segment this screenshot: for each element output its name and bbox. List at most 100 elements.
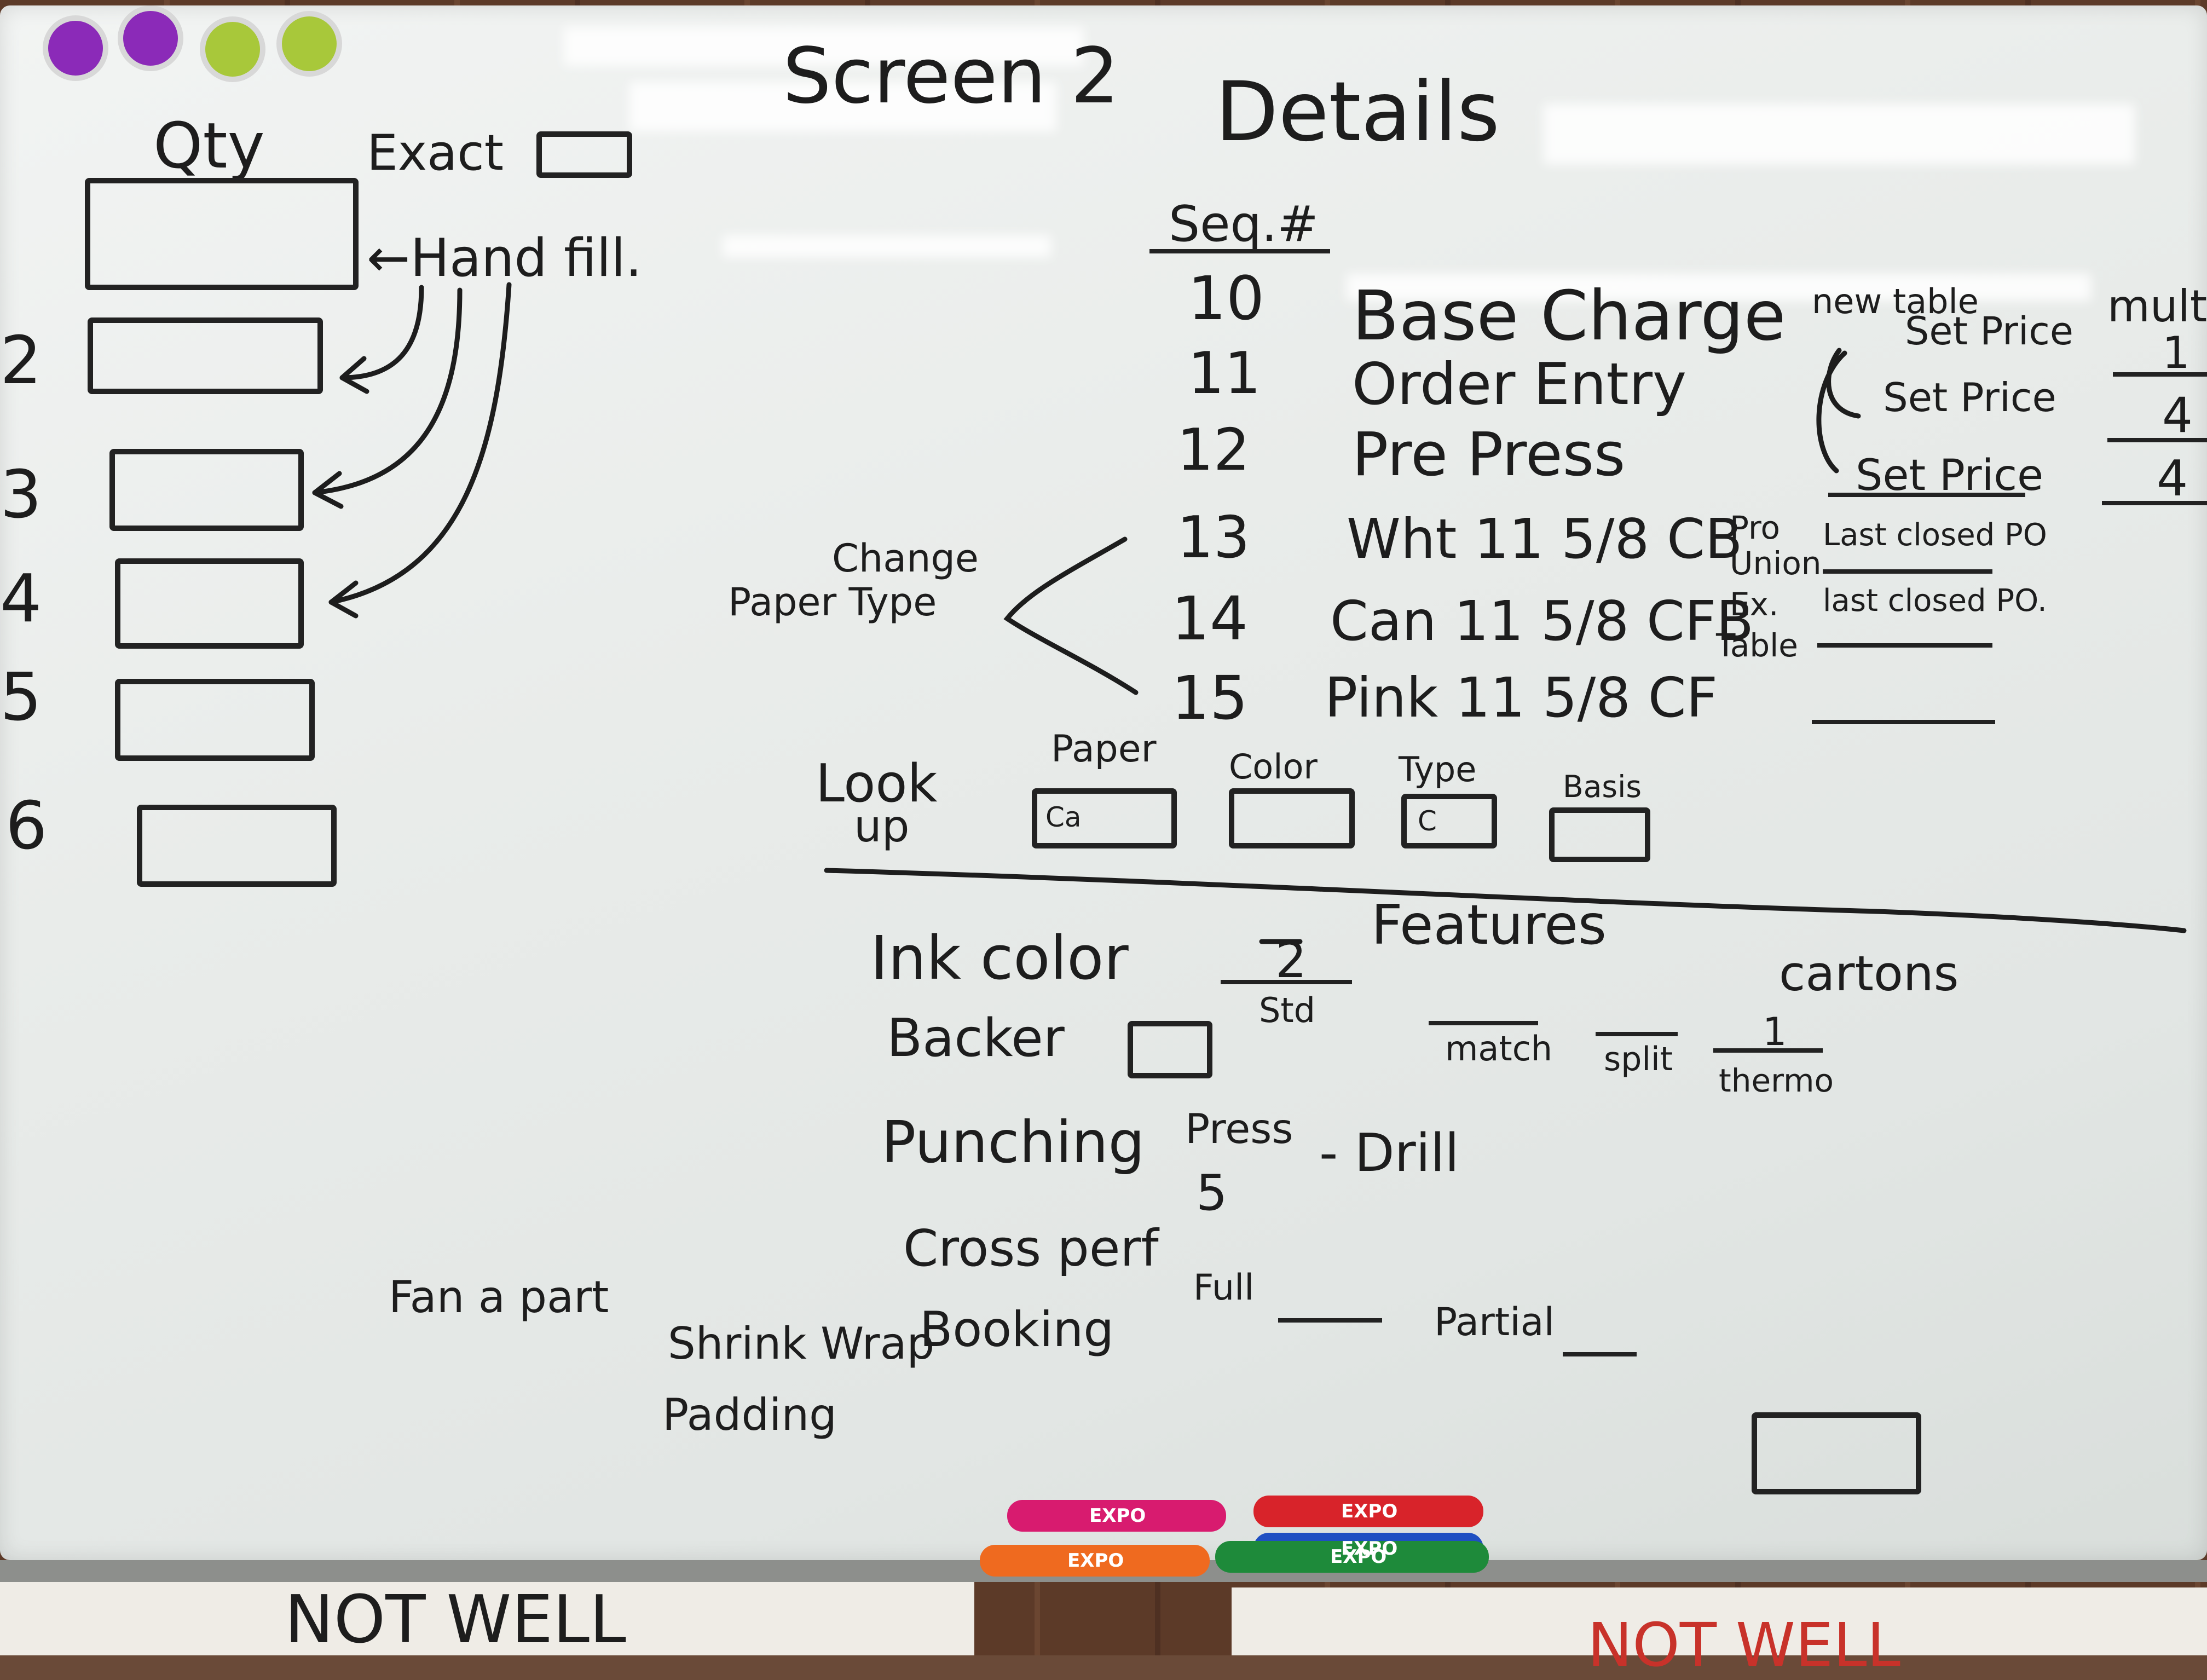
exact-label: Exact (367, 124, 504, 182)
not-well-left: NOT WELL (285, 1582, 626, 1658)
marker-red-icon[interactable] (1253, 1496, 1483, 1527)
last-closed-po-line (1817, 643, 1992, 648)
seq-label: Pre Press (1352, 419, 1626, 489)
seq-number: 15 (1171, 663, 1248, 733)
booking-label: Booking (920, 1301, 1114, 1358)
thermo-line (1713, 1048, 1823, 1053)
last-closed-po-label: last closed PO. (1823, 583, 2047, 619)
magnet-green-icon (200, 16, 265, 82)
marker-label: EXPO (1330, 1546, 1387, 1568)
basis-field-label: Basis (1563, 769, 1642, 804)
table-label: Table (1716, 627, 1798, 664)
partial-line (1563, 1352, 1637, 1356)
full-label: Full (1193, 1267, 1255, 1308)
qty-label: Qty (153, 109, 265, 183)
press-label: Press (1185, 1105, 1293, 1153)
details-title: Details (1215, 65, 1500, 160)
type-field[interactable]: C (1401, 794, 1497, 848)
set-price-label: Set Price (1905, 309, 2073, 354)
qty-input-6[interactable] (137, 805, 337, 887)
seq-label: Wht 11 5/8 CB (1347, 507, 1743, 571)
marker-label: EXPO (1341, 1538, 1398, 1560)
type-field-value: C (1418, 805, 1437, 837)
color-field[interactable] (1229, 788, 1355, 848)
drill-label: - Drill (1319, 1123, 1459, 1183)
thermo-label: thermo (1719, 1062, 1834, 1099)
pricing-blank-line (1812, 720, 1995, 724)
qty-input-5[interactable] (115, 679, 315, 761)
magnet-purple-icon (118, 5, 183, 71)
row-number: 2 (0, 323, 42, 399)
match-line (1429, 1021, 1538, 1025)
last-closed-po-label: Last closed PO (1823, 517, 2047, 553)
marker-green-icon[interactable] (1215, 1541, 1489, 1573)
marker-pink-icon[interactable] (1007, 1500, 1226, 1532)
set-price-label: Set Price (1883, 374, 2056, 420)
split-line (1596, 1032, 1678, 1036)
qty-input-3[interactable] (109, 449, 304, 531)
screen-title: Screen 2 (783, 32, 1119, 121)
cross-perf-label: Cross perf (903, 1219, 1159, 1278)
row-number: 3 (0, 457, 42, 533)
row-number: 6 (5, 788, 48, 864)
row-number: 4 (0, 561, 42, 637)
seq-header: Seq.# (1169, 195, 1319, 253)
ink-underline (1221, 980, 1352, 984)
seq-number: 12 (1177, 417, 1250, 483)
padding-label: Padding (662, 1389, 837, 1440)
not-well-right: NOT WELL (1587, 1610, 1900, 1680)
basis-field[interactable] (1549, 807, 1650, 862)
last-closed-po-line (1823, 569, 1992, 574)
match-label: match (1445, 1029, 1553, 1069)
set-price-underline (1828, 493, 2025, 497)
punching-label: Punching (881, 1109, 1145, 1176)
paper-sheet-left (0, 1582, 974, 1655)
marker-label: EXPO (1089, 1505, 1146, 1527)
marker-label: EXPO (1067, 1550, 1124, 1572)
mult-line (2113, 372, 2207, 377)
partial-label: Partial (1434, 1300, 1555, 1344)
features-header: Features (1371, 893, 1607, 957)
ex-label: Ex. (1730, 586, 1779, 623)
hand-fill-label: ←Hand fill. (367, 228, 642, 288)
paper-field-value: Ca (1045, 801, 1082, 833)
lookup-label: Look (816, 754, 938, 814)
exact-checkbox[interactable] (536, 131, 632, 178)
backer-checkbox[interactable] (1128, 1021, 1212, 1078)
full-line (1278, 1318, 1382, 1323)
thermo-value: 1 (1763, 1009, 1787, 1054)
ink-color-label: Ink color (870, 923, 1129, 993)
qty-input-4[interactable] (115, 558, 304, 649)
lookup-label-2: up (854, 801, 910, 852)
mult-value: 4 (2157, 450, 2188, 507)
seq-label: Order Entry (1352, 351, 1687, 418)
seq-number: 13 (1177, 504, 1250, 571)
backer-label: Backer (887, 1008, 1065, 1069)
new-table-label: new table (1812, 281, 1979, 321)
paper-field[interactable]: Ca (1032, 788, 1177, 848)
seq-underline (1149, 249, 1330, 253)
qty-input-2[interactable] (88, 317, 323, 394)
union-label: Union (1730, 545, 1822, 582)
mult-value: 4 (2162, 387, 2193, 443)
seq-label: Pink 11 5/8 CF (1325, 666, 1718, 730)
paper-type-label: Paper Type (728, 580, 937, 625)
split-label: split (1604, 1040, 1673, 1078)
mult-value: 1 (2162, 327, 2190, 378)
mult-line (2102, 501, 2207, 505)
marker-orange-icon[interactable] (980, 1545, 1210, 1577)
change-label: Change (832, 536, 979, 581)
seq-number: 14 (1171, 584, 1248, 654)
mult-line (2107, 438, 2207, 442)
type-field-label: Type (1399, 749, 1477, 789)
paper-field-label: Paper (1051, 728, 1157, 771)
seq-number: 10 (1188, 263, 1264, 333)
blank-box (1752, 1412, 1921, 1494)
fan-a-part-label: Fan a part (389, 1272, 609, 1323)
set-price-label: Set Price (1856, 451, 2044, 500)
qty-input-1[interactable] (85, 178, 359, 290)
marker-label: EXPO (1341, 1500, 1398, 1522)
mult-header: mult (2107, 281, 2207, 332)
press-value: 5 (1196, 1164, 1228, 1222)
